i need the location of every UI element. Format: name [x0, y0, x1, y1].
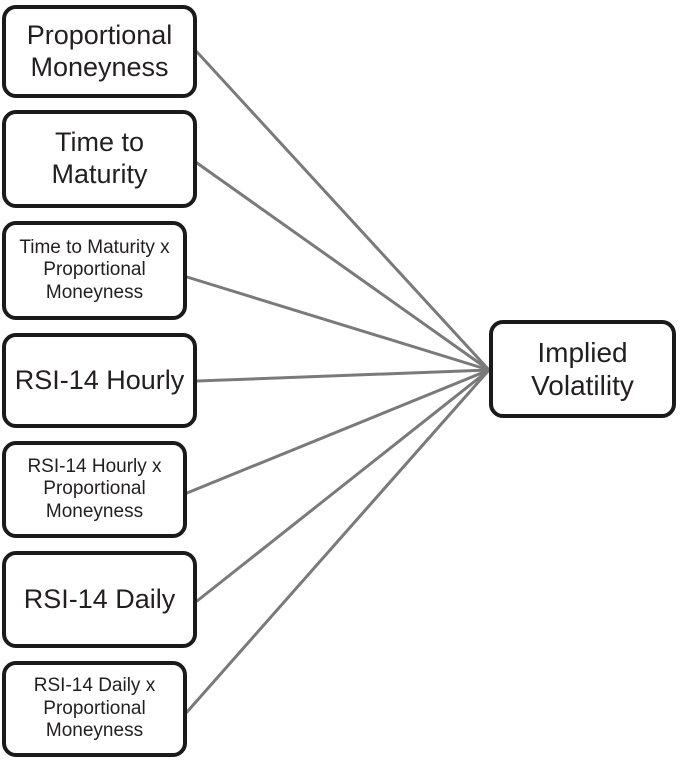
edge-rsi-14-daily-to-implied-volatility	[195, 368, 491, 603]
edge-proportional-moneyness-to-implied-volatility	[195, 50, 491, 372]
node-label: RSI-14 Daily x Proportional Moneyness	[33, 675, 156, 742]
node-label: RSI-14 Daily	[23, 583, 176, 614]
node-label: RSI-14 Hourly	[14, 364, 185, 395]
edge-rsi-14-daily-x-proportional-moneyness-to-implied-volatility	[185, 368, 491, 714]
node-time-to-maturity-x-proportional-moneyness[interactable]: Time to Maturity x Proportional Moneynes…	[2, 221, 187, 320]
node-label: Time to Maturity	[51, 127, 148, 189]
node-implied-volatility[interactable]: Implied Volatility	[489, 320, 676, 418]
edge-time-to-maturity-to-implied-volatility	[195, 161, 491, 372]
node-rsi-14-hourly[interactable]: RSI-14 Hourly	[2, 333, 197, 428]
node-rsi-14-hourly-x-proportional-moneyness[interactable]: RSI-14 Hourly x Proportional Moneyness	[2, 441, 187, 538]
edge-rsi-14-hourly-x-proportional-moneyness-to-implied-volatility	[185, 368, 491, 495]
node-rsi-14-daily[interactable]: RSI-14 Daily	[2, 551, 197, 648]
edge-rsi-14-hourly-to-implied-volatility	[195, 368, 491, 383]
node-time-to-maturity[interactable]: Time to Maturity	[2, 110, 197, 208]
node-label: Proportional Moneyness	[26, 19, 173, 82]
node-label: Time to Maturity x Proportional Moneynes…	[19, 236, 170, 303]
node-proportional-moneyness[interactable]: Proportional Moneyness	[2, 5, 197, 98]
node-label: Implied Volatility	[531, 336, 634, 401]
node-rsi-14-daily-x-proportional-moneyness[interactable]: RSI-14 Daily x Proportional Moneyness	[2, 661, 187, 757]
node-label: RSI-14 Hourly x Proportional Moneyness	[27, 455, 162, 522]
edge-time-to-maturity-x-proportional-moneyness-to-implied-volatility	[185, 275, 491, 372]
